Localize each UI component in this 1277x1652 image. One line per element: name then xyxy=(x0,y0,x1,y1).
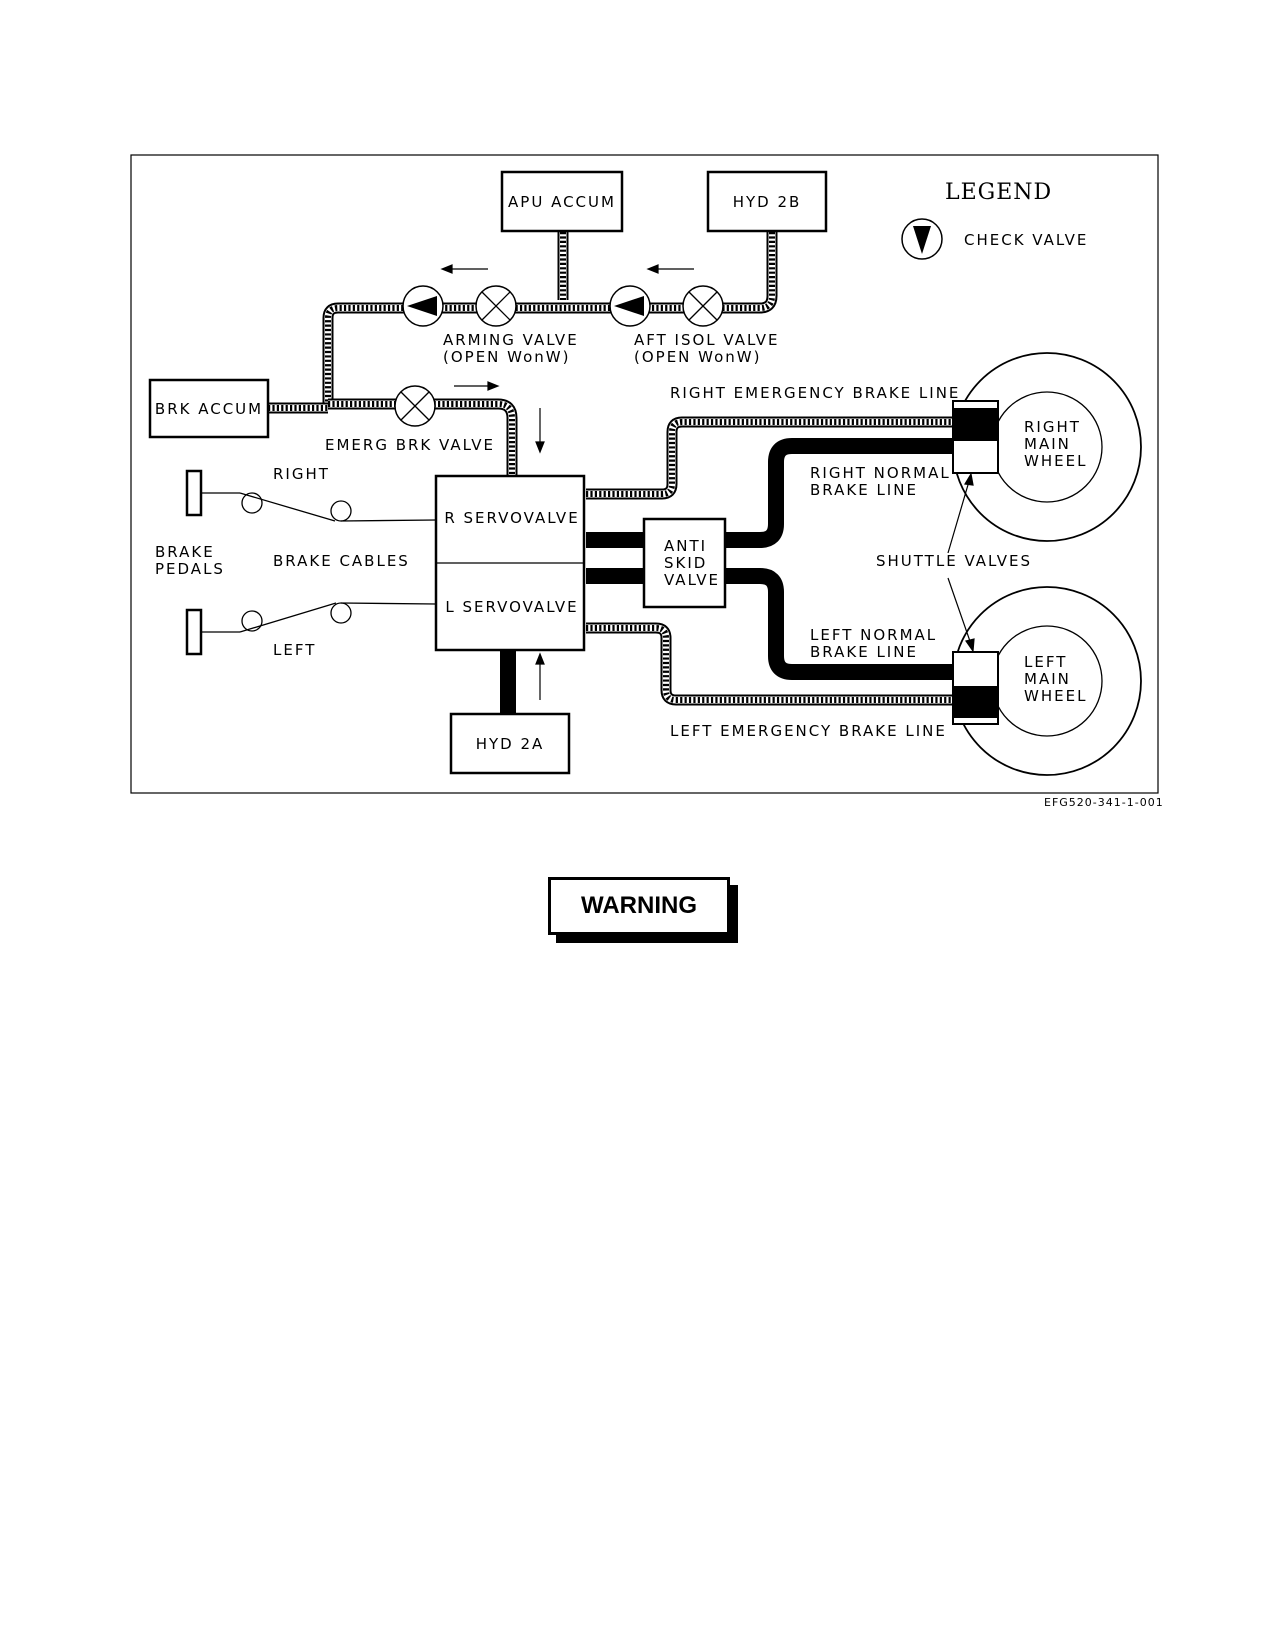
anti-skid-line-3: VALVE xyxy=(664,571,720,589)
aft-isol-valve-label-2: (OPEN WonW) xyxy=(634,348,762,366)
arming-valve-label-1: ARMING VALVE xyxy=(443,331,579,349)
arming-valve xyxy=(475,285,517,327)
legend-check-valve-label: CHECK VALVE xyxy=(964,231,1088,249)
hyd-2a-label: HYD 2A xyxy=(476,735,545,753)
arming-valve-label-2: (OPEN WonW) xyxy=(443,348,571,366)
emergency-supply-lines xyxy=(268,232,958,706)
right-normal-brake-line-label-1: RIGHT NORMAL xyxy=(810,464,951,482)
left-normal-brake-line-label-1: LEFT NORMAL xyxy=(810,626,937,644)
brake-pedals xyxy=(185,469,437,656)
brake-pedals-label-2: PEDALS xyxy=(155,560,225,578)
r-servovalve-label: R SERVOVALVE xyxy=(444,509,579,527)
brake-cables-label: BRAKE CABLES xyxy=(273,552,410,570)
right-emergency-brake-line-label: RIGHT EMERGENCY BRAKE LINE xyxy=(670,384,960,402)
aft-isol-valve xyxy=(682,285,724,327)
legend-title: LEGEND xyxy=(945,180,1052,205)
right-main-wheel-label-3: WHEEL xyxy=(1024,452,1087,470)
shuttle-valves-label: SHUTTLE VALVES xyxy=(876,552,1032,570)
emerg-brk-valve-label: EMERG BRK VALVE xyxy=(325,436,495,454)
warning-label: WARNING xyxy=(548,877,730,935)
check-valve-arming xyxy=(402,285,444,327)
aft-isol-valve-label-1: AFT ISOL VALVE xyxy=(634,331,779,349)
check-valve-aft-isol xyxy=(609,285,651,327)
normal-brake-lines xyxy=(500,438,958,713)
right-main-wheel-label-1: RIGHT xyxy=(1024,418,1081,436)
hyd-2b-box xyxy=(706,170,828,233)
left-main-wheel-label-1: LEFT xyxy=(1024,653,1067,671)
flow-arrows xyxy=(440,264,694,700)
anti-skid-line-1: ANTI xyxy=(664,537,707,555)
brake-pedals-label-1: BRAKE xyxy=(155,543,215,561)
right-main-wheel-label-2: MAIN xyxy=(1024,435,1071,453)
left-shuttle-valve xyxy=(952,651,999,725)
left-normal-brake-line-label-2: BRAKE LINE xyxy=(810,643,918,661)
emerg-brk-valve xyxy=(394,385,436,427)
l-servovalve-label: L SERVOVALVE xyxy=(445,598,578,616)
brk-accum-label: BRK ACCUM xyxy=(155,400,263,418)
pedal-right-label: RIGHT xyxy=(273,465,330,483)
right-normal-brake-line-label-2: BRAKE LINE xyxy=(810,481,918,499)
left-emergency-brake-line-label: LEFT EMERGENCY BRAKE LINE xyxy=(670,722,947,740)
left-main-wheel-label-3: WHEEL xyxy=(1024,687,1087,705)
anti-skid-valve-box xyxy=(642,517,727,609)
left-main-wheel-label-2: MAIN xyxy=(1024,670,1071,688)
pedal-left-label: LEFT xyxy=(273,641,316,659)
hyd-2b-label: HYD 2B xyxy=(733,193,802,211)
legend-check-valve-icon xyxy=(901,218,943,260)
figure-id: EFG520-341-1-001 xyxy=(1044,796,1164,809)
brk-accum-box xyxy=(148,378,270,439)
right-main-wheel xyxy=(952,352,1142,542)
warning-badge: WARNING xyxy=(548,877,738,943)
right-shuttle-valve xyxy=(952,400,999,474)
shuttle-valve-pointers xyxy=(947,472,975,653)
apu-accum-label: APU ACCUM xyxy=(508,193,616,211)
apu-accum-box xyxy=(500,170,624,233)
hyd-2a-box xyxy=(449,712,571,775)
diagram-frame xyxy=(130,154,1159,794)
anti-skid-line-2: SKID xyxy=(664,554,707,572)
left-main-wheel xyxy=(952,586,1142,776)
